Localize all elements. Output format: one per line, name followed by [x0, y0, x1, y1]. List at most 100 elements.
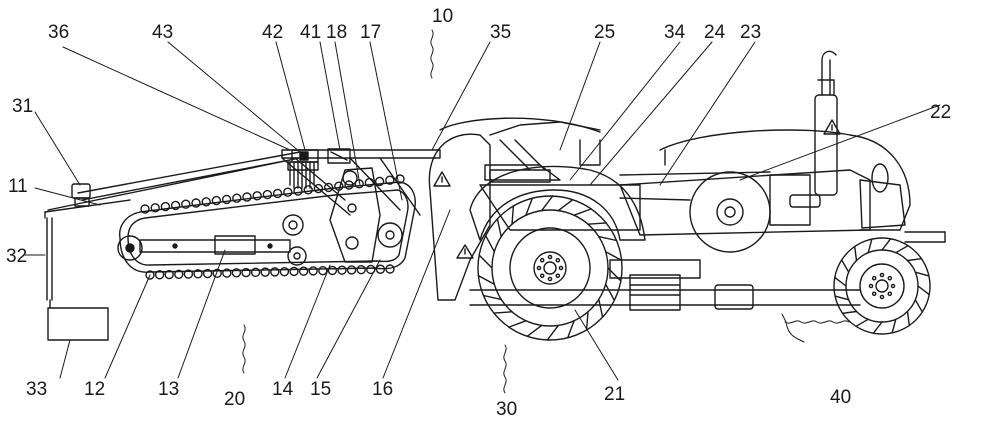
pulley — [689, 171, 771, 253]
support-arm-32 — [46, 217, 53, 301]
lug-nut — [555, 273, 561, 279]
tread-lug — [834, 295, 850, 301]
chain-tooth — [385, 264, 395, 274]
lug-nut — [887, 291, 893, 297]
lug-nut — [558, 265, 564, 271]
chain-tooth — [323, 182, 334, 193]
label-11: 11 — [8, 176, 28, 197]
front-wheel — [833, 237, 931, 335]
lug-nut — [879, 294, 885, 300]
rear-fender — [469, 165, 646, 241]
tread-lug — [585, 311, 589, 331]
tread-lug — [493, 311, 513, 314]
tread-lug — [895, 245, 909, 254]
front-sprocket — [117, 235, 143, 261]
chain-tooth — [289, 266, 299, 277]
label-30: 30 — [496, 399, 517, 420]
gear-upper — [282, 214, 304, 236]
tread-lug — [605, 283, 615, 301]
chain-tooth — [250, 267, 261, 278]
marker-box-33 — [47, 307, 109, 341]
tread-lug — [834, 276, 847, 287]
chain-tooth — [385, 175, 395, 185]
rear-tread — [477, 195, 623, 341]
chain-tooth — [374, 176, 385, 187]
tread-lug — [906, 310, 910, 327]
digging-chain-inner — [127, 189, 409, 266]
lug-nut — [868, 283, 874, 289]
chain-tooth — [222, 268, 232, 278]
lug-nut — [871, 291, 877, 297]
chain-tooth — [346, 265, 357, 275]
warning-icon — [456, 244, 474, 259]
chain-tooth — [260, 267, 270, 277]
gear-lower — [287, 246, 307, 266]
lug-nut — [879, 272, 885, 278]
lug-nut — [555, 257, 561, 263]
chain-tooth — [221, 194, 232, 205]
engine-hood — [619, 169, 871, 236]
lug-nut — [547, 276, 553, 282]
tread-lug — [598, 298, 604, 318]
tread-lug — [485, 235, 495, 253]
label-14: 14 — [272, 379, 294, 400]
label-23: 23 — [740, 22, 761, 43]
chain-tooth — [375, 264, 386, 274]
chain-tooth — [150, 203, 160, 213]
chassis — [479, 184, 641, 231]
chain-tooth — [170, 200, 181, 211]
tread-lug — [841, 310, 858, 314]
label-40: 40 — [830, 387, 851, 408]
chain-tooth — [337, 265, 347, 275]
front-guard — [428, 133, 491, 301]
tread-lug — [587, 222, 607, 225]
label-35: 35 — [490, 22, 511, 43]
lug-nut — [887, 275, 893, 281]
label-15: 15 — [310, 379, 331, 400]
tread-lug — [567, 320, 575, 339]
warning-icon — [823, 119, 841, 135]
chain-tooth — [145, 270, 155, 280]
chain-tooth — [262, 189, 273, 200]
trencher-boom — [117, 167, 416, 280]
exhaust-stack — [814, 50, 838, 196]
tread-lug — [917, 285, 930, 296]
brush-cutter — [287, 161, 319, 189]
chain-tooth — [327, 265, 338, 276]
chain-tooth — [201, 197, 211, 207]
label-25: 25 — [594, 22, 615, 43]
chain-tooth — [164, 269, 174, 280]
label-31: 31 — [12, 96, 33, 117]
tread-lug — [881, 238, 892, 251]
label-13: 13 — [158, 379, 179, 400]
pivot-frame — [329, 167, 381, 263]
chain-tooth — [318, 265, 328, 276]
callout-labels: 10 36 43 42 41 18 17 35 25 34 24 23 22 3… — [6, 6, 951, 420]
lug-nut — [547, 254, 553, 260]
tread-lug — [482, 294, 502, 301]
chain-tooth — [308, 266, 318, 276]
tread-lug — [526, 324, 543, 337]
chain-tooth — [395, 174, 405, 184]
chain-tooth — [356, 265, 366, 275]
lug-nut — [539, 257, 545, 263]
label-41: 41 — [300, 22, 321, 43]
chain-tooth — [160, 201, 171, 212]
digging-chain — [119, 181, 416, 273]
chain-tooth — [272, 188, 283, 199]
chain-tooth — [211, 195, 222, 206]
tread-lug — [598, 235, 618, 242]
chain-tooth — [174, 269, 184, 279]
tread-lug — [605, 251, 623, 262]
tread-lug — [477, 274, 495, 285]
label-18: 18 — [326, 22, 347, 43]
label-12: 12 — [84, 379, 105, 400]
rear-sprocket — [377, 222, 403, 248]
label-16: 16 — [372, 379, 393, 400]
chain-tooth — [183, 269, 194, 279]
chain-tooth — [252, 191, 262, 201]
chain-tooth — [154, 270, 165, 280]
tread-lug — [546, 324, 559, 341]
chain-tooth — [242, 192, 252, 202]
tread-lug — [914, 271, 930, 277]
